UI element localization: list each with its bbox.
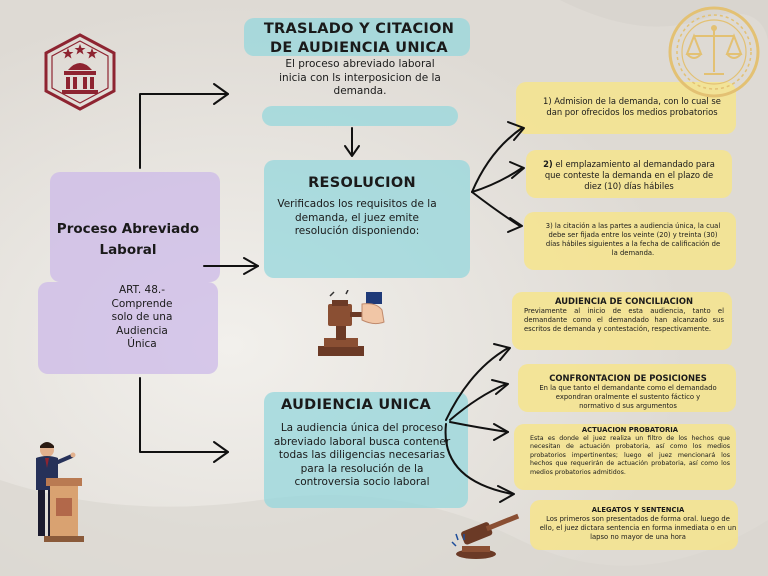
left-art: ART. 48.- Comprende solo de una Audienci… — [111, 284, 173, 350]
brush-res-item-2 — [526, 150, 732, 198]
resolucion-text: Verificados los requisitos de la demanda… — [277, 198, 437, 237]
aud-item-4-text: Los primeros son presentados de forma or… — [539, 515, 737, 541]
res-item-3: 3) la citación a las partes a audiencia … — [545, 222, 721, 257]
aud-item-2: CONFRONTACION DE POSICIONES En la que ta… — [538, 373, 718, 411]
brush-resolucion — [264, 160, 470, 278]
header-title: TRASLADO Y CITACION DE AUDIENCIA UNICA — [263, 21, 455, 56]
brush-aud-item-1 — [512, 292, 732, 350]
courthouse-icon — [44, 33, 116, 111]
audiencia-text: La audiencia única del proceso abreviado… — [273, 422, 451, 488]
aud-item-1-title: AUDIENCIA DE CONCILIACION — [555, 296, 693, 306]
brush-aud-item-4 — [530, 500, 738, 550]
brush-aud-item-2 — [518, 364, 736, 412]
header-text: El proceso abreviado laboral inicia con … — [279, 58, 441, 97]
aud-item-2-title: CONFRONTACION DE POSICIONES — [549, 373, 707, 383]
brush-aud-item-3 — [514, 424, 736, 490]
audiencia-title: AUDIENCIA UNICA — [281, 397, 431, 413]
aud-item-4: ALEGATOS Y SENTENCIA Los primeros son pr… — [538, 506, 738, 542]
left-title: Proceso Abreviado Laboral — [56, 221, 200, 258]
aud-item-4-title: ALEGATOS Y SENTENCIA — [591, 506, 685, 514]
scales-icon — [668, 6, 760, 98]
brush-res-item-1 — [516, 82, 736, 134]
gavel-icon — [451, 513, 520, 559]
res-item-1: 1) Admision de la demanda, con lo cual s… — [543, 96, 721, 117]
brush-res-item-3 — [524, 212, 736, 270]
brush-audiencia — [264, 392, 468, 508]
resolucion-title: RESOLUCION — [308, 175, 416, 191]
gavel-hand-icon — [318, 290, 385, 356]
aud-item-3: ACTUACION PROBATORIA Esta es donde el ju… — [530, 426, 730, 477]
res-item-2: 2) el emplazamiento al demandado para qu… — [542, 159, 716, 192]
speaker-podium-icon — [36, 442, 84, 542]
aud-item-3-text: Esta es donde el juez realiza un filtro … — [530, 435, 730, 476]
aud-item-1: AUDIENCIA DE CONCILIACION Previamente al… — [524, 296, 724, 334]
res-item-2-prefix: 2) — [543, 159, 553, 169]
brush-left-top — [50, 172, 220, 282]
aud-item-2-text: En la que tanto el demandante como el de… — [539, 384, 717, 410]
res-item-2-text: el emplazamiento al demandado para que c… — [544, 159, 715, 191]
brush-header-title — [244, 18, 470, 56]
aud-item-3-title: ACTUACION PROBATORIA — [581, 426, 679, 434]
brush-header-text — [262, 106, 458, 126]
aud-item-1-text: Previamente al inicio de esta audiencia,… — [524, 307, 724, 333]
brush-left-bottom — [38, 282, 218, 374]
